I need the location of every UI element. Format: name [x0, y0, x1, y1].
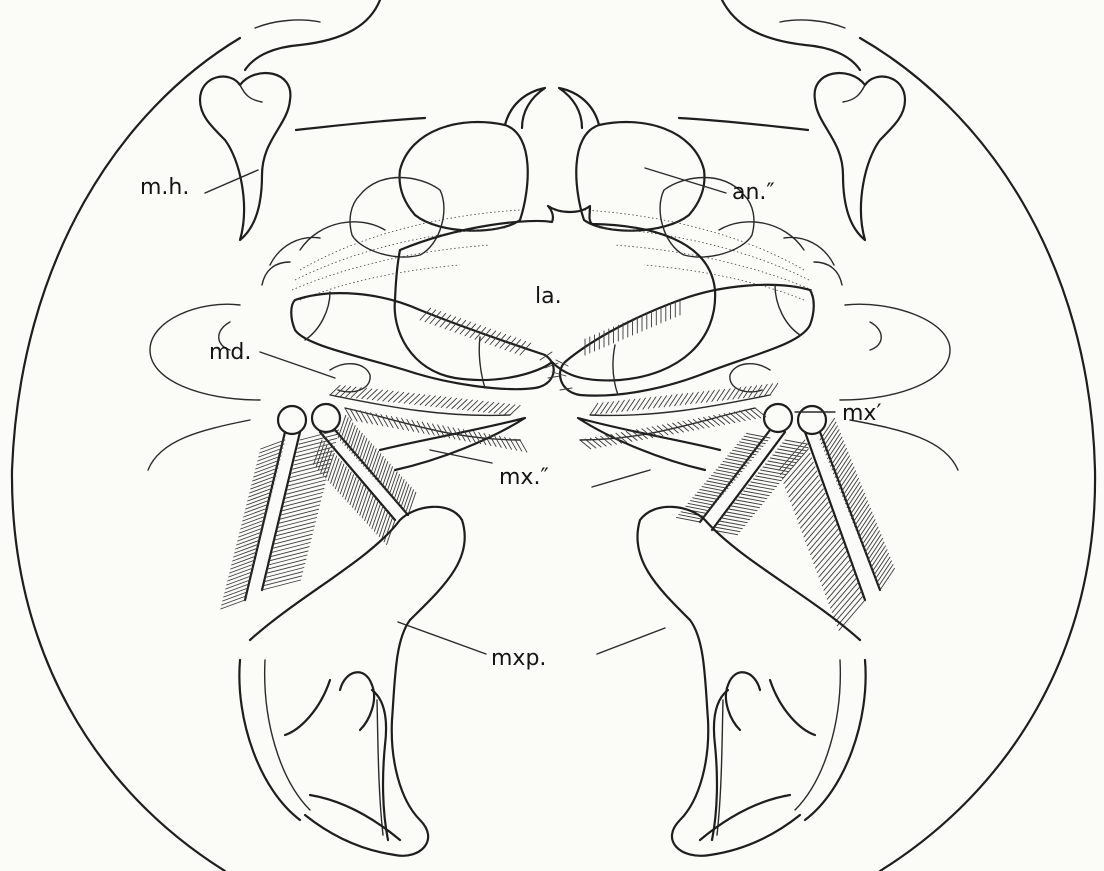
- label-mandible: md.: [209, 340, 251, 365]
- label-mandibular-hook: m.h.: [140, 175, 189, 200]
- maxilla-second-right: [578, 418, 720, 470]
- label-antenna: an.″: [732, 180, 775, 205]
- label-labrum: la.: [535, 284, 562, 309]
- antenna-left: [262, 88, 545, 300]
- label-maxilliped: mxp.: [491, 646, 546, 671]
- maxilliped-left: [239, 507, 464, 856]
- antenna-right: [559, 88, 842, 300]
- label-first-maxilla: mx′: [842, 401, 881, 426]
- maxilliped-right: [637, 507, 865, 856]
- head-capsule-outline: [12, 0, 1095, 871]
- setae-hatching: [221, 299, 895, 630]
- mandibular-hook-left: [200, 73, 290, 240]
- label-second-maxilla: mx.″: [499, 465, 549, 490]
- mandibular-hook-right: [815, 73, 905, 240]
